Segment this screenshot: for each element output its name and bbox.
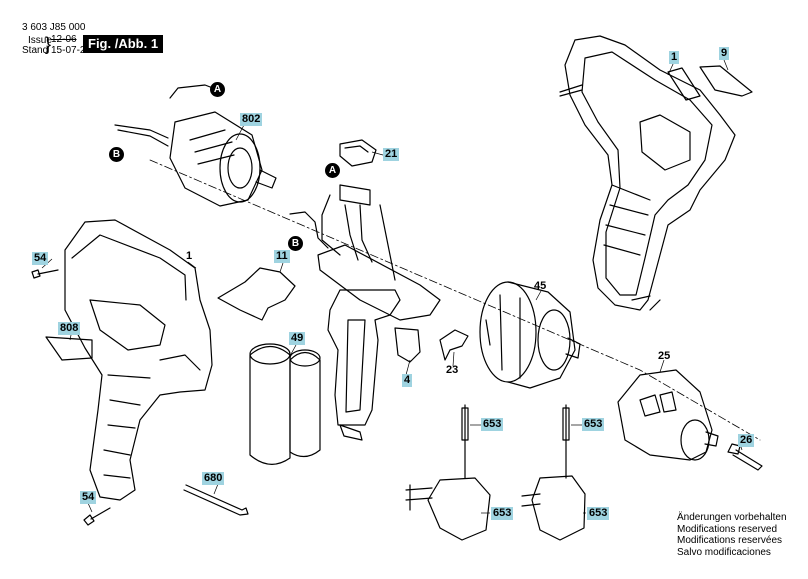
part-number-tag: 54 [32,252,49,265]
issue-label: Issue [28,35,52,46]
screw-54-top-drawing [31,269,59,279]
part-number-tag: 11 [274,250,290,263]
battery-drawing [249,343,321,465]
connector-marker: A [210,82,225,97]
part-number-tag: 49 [289,332,306,345]
switch-cap-drawing [339,139,377,167]
figure-label: Fig. /Abb. 1 [83,35,164,53]
chuck-drawing [617,369,719,461]
part-number-tag: 653 [481,418,504,431]
note-line: Änderungen vorbehalten [677,512,787,523]
part-number-tag: 4 [402,374,413,387]
motor-drawing [114,84,277,207]
bit-drawing [183,484,249,516]
modification-notes: Änderungen vorbehalten Modifications res… [677,512,787,558]
part-number-tag: 26 [738,434,755,447]
screw-26-drawing [727,443,763,471]
assembly-axis [149,159,761,441]
part-number-label: 45 [534,280,547,292]
note-line: Salvo modificaciones [677,546,771,558]
part-number-tag: 21 [383,148,400,161]
stand-value: 15-07-29 [51,45,92,56]
note-line: Modifications reserved [677,523,778,535]
connector-marker: A [325,163,340,178]
part-number-tag: 653 [587,507,610,520]
issue-value: 12-06 [51,34,77,45]
screw-54-bottom-drawing [83,507,111,526]
note-line: Modifications reservées [677,535,783,546]
connector-marker: B [288,236,303,251]
part-number-tag: 1 [669,51,680,64]
housing-left-drawing [64,219,213,501]
part-number-tag: 802 [240,113,263,126]
charger-left-drawing [405,404,491,541]
part-number-label: 23 [446,364,459,376]
part-number-label: 25 [658,350,671,362]
part-number: 3 603 J85 000 [22,22,86,33]
charger-right-drawing [521,404,586,541]
leader-lines [41,59,743,514]
gearbox-drawing [479,281,581,389]
part-number-tag: 653 [582,418,605,431]
part-number-tag: 54 [80,491,97,504]
part-number-tag: 808 [58,322,81,335]
part-number-tag: 653 [491,507,514,520]
connector-marker: B [109,147,124,162]
part-number-tag: 680 [202,472,225,485]
part-number-label: 1 [186,250,193,262]
stand-label: Stand [22,45,49,56]
label-808-drawing [45,336,93,361]
part-23-drawing [439,329,469,361]
bracket: } [45,34,52,54]
switch-module-drawing [289,184,441,441]
part-number-tag: 9 [719,47,730,60]
part-11-drawing [217,267,296,321]
label-strip-9-drawing [699,65,753,97]
housing-right-drawing [559,35,736,311]
